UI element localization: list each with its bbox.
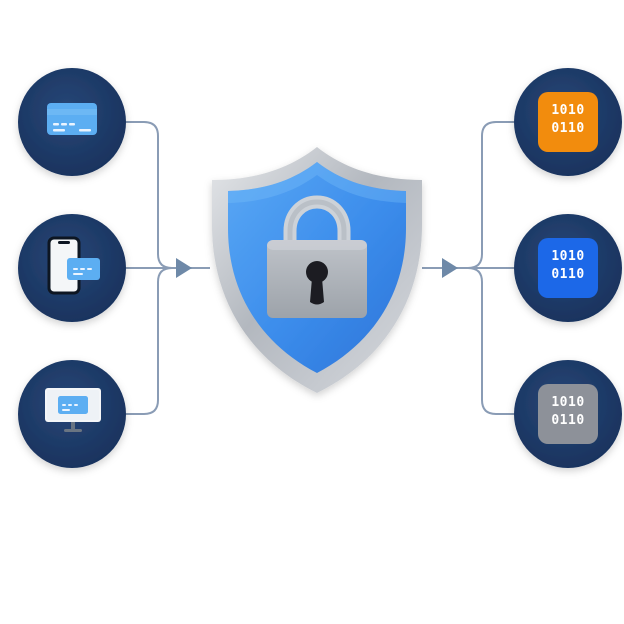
output-nodes: 1010 0110 1010 0110 1010 0110 [514, 68, 622, 468]
token-chip-orange [538, 92, 598, 152]
monitor-card-icon [45, 388, 101, 432]
token-line-2: 0110 [551, 267, 584, 282]
input-nodes [18, 68, 126, 468]
binary-token-icon: 1010 0110 [551, 103, 584, 136]
token-chip-gray [538, 384, 598, 444]
token-chip-blue [538, 238, 598, 298]
output-node-orange: 1010 0110 [514, 68, 622, 176]
connector-top-left [126, 121, 210, 269]
connector-bottom-left [126, 267, 210, 415]
connector-bottom-right [422, 267, 514, 415]
arrowhead-left [176, 258, 192, 278]
input-node-card [18, 68, 126, 176]
shield-lock-icon [212, 147, 422, 393]
smartphone-card-icon [47, 236, 100, 295]
token-line-1: 1010 [551, 249, 584, 264]
token-line-2: 0110 [551, 121, 584, 136]
input-node-mobile [18, 214, 126, 322]
token-line-1: 1010 [551, 395, 584, 410]
input-node-desktop [18, 360, 126, 468]
output-node-blue: 1010 0110 [514, 214, 622, 322]
credit-card-icon [47, 103, 97, 135]
input-connectors [126, 121, 210, 415]
output-connectors [422, 121, 514, 415]
arrowhead-right [442, 258, 458, 278]
token-line-2: 0110 [551, 413, 584, 428]
connector-top-right [422, 121, 514, 269]
token-line-1: 1010 [551, 103, 584, 118]
shield-lock [212, 147, 422, 393]
output-node-gray: 1010 0110 [514, 360, 622, 468]
binary-token-icon: 1010 0110 [551, 395, 584, 428]
binary-token-icon: 1010 0110 [551, 249, 584, 282]
